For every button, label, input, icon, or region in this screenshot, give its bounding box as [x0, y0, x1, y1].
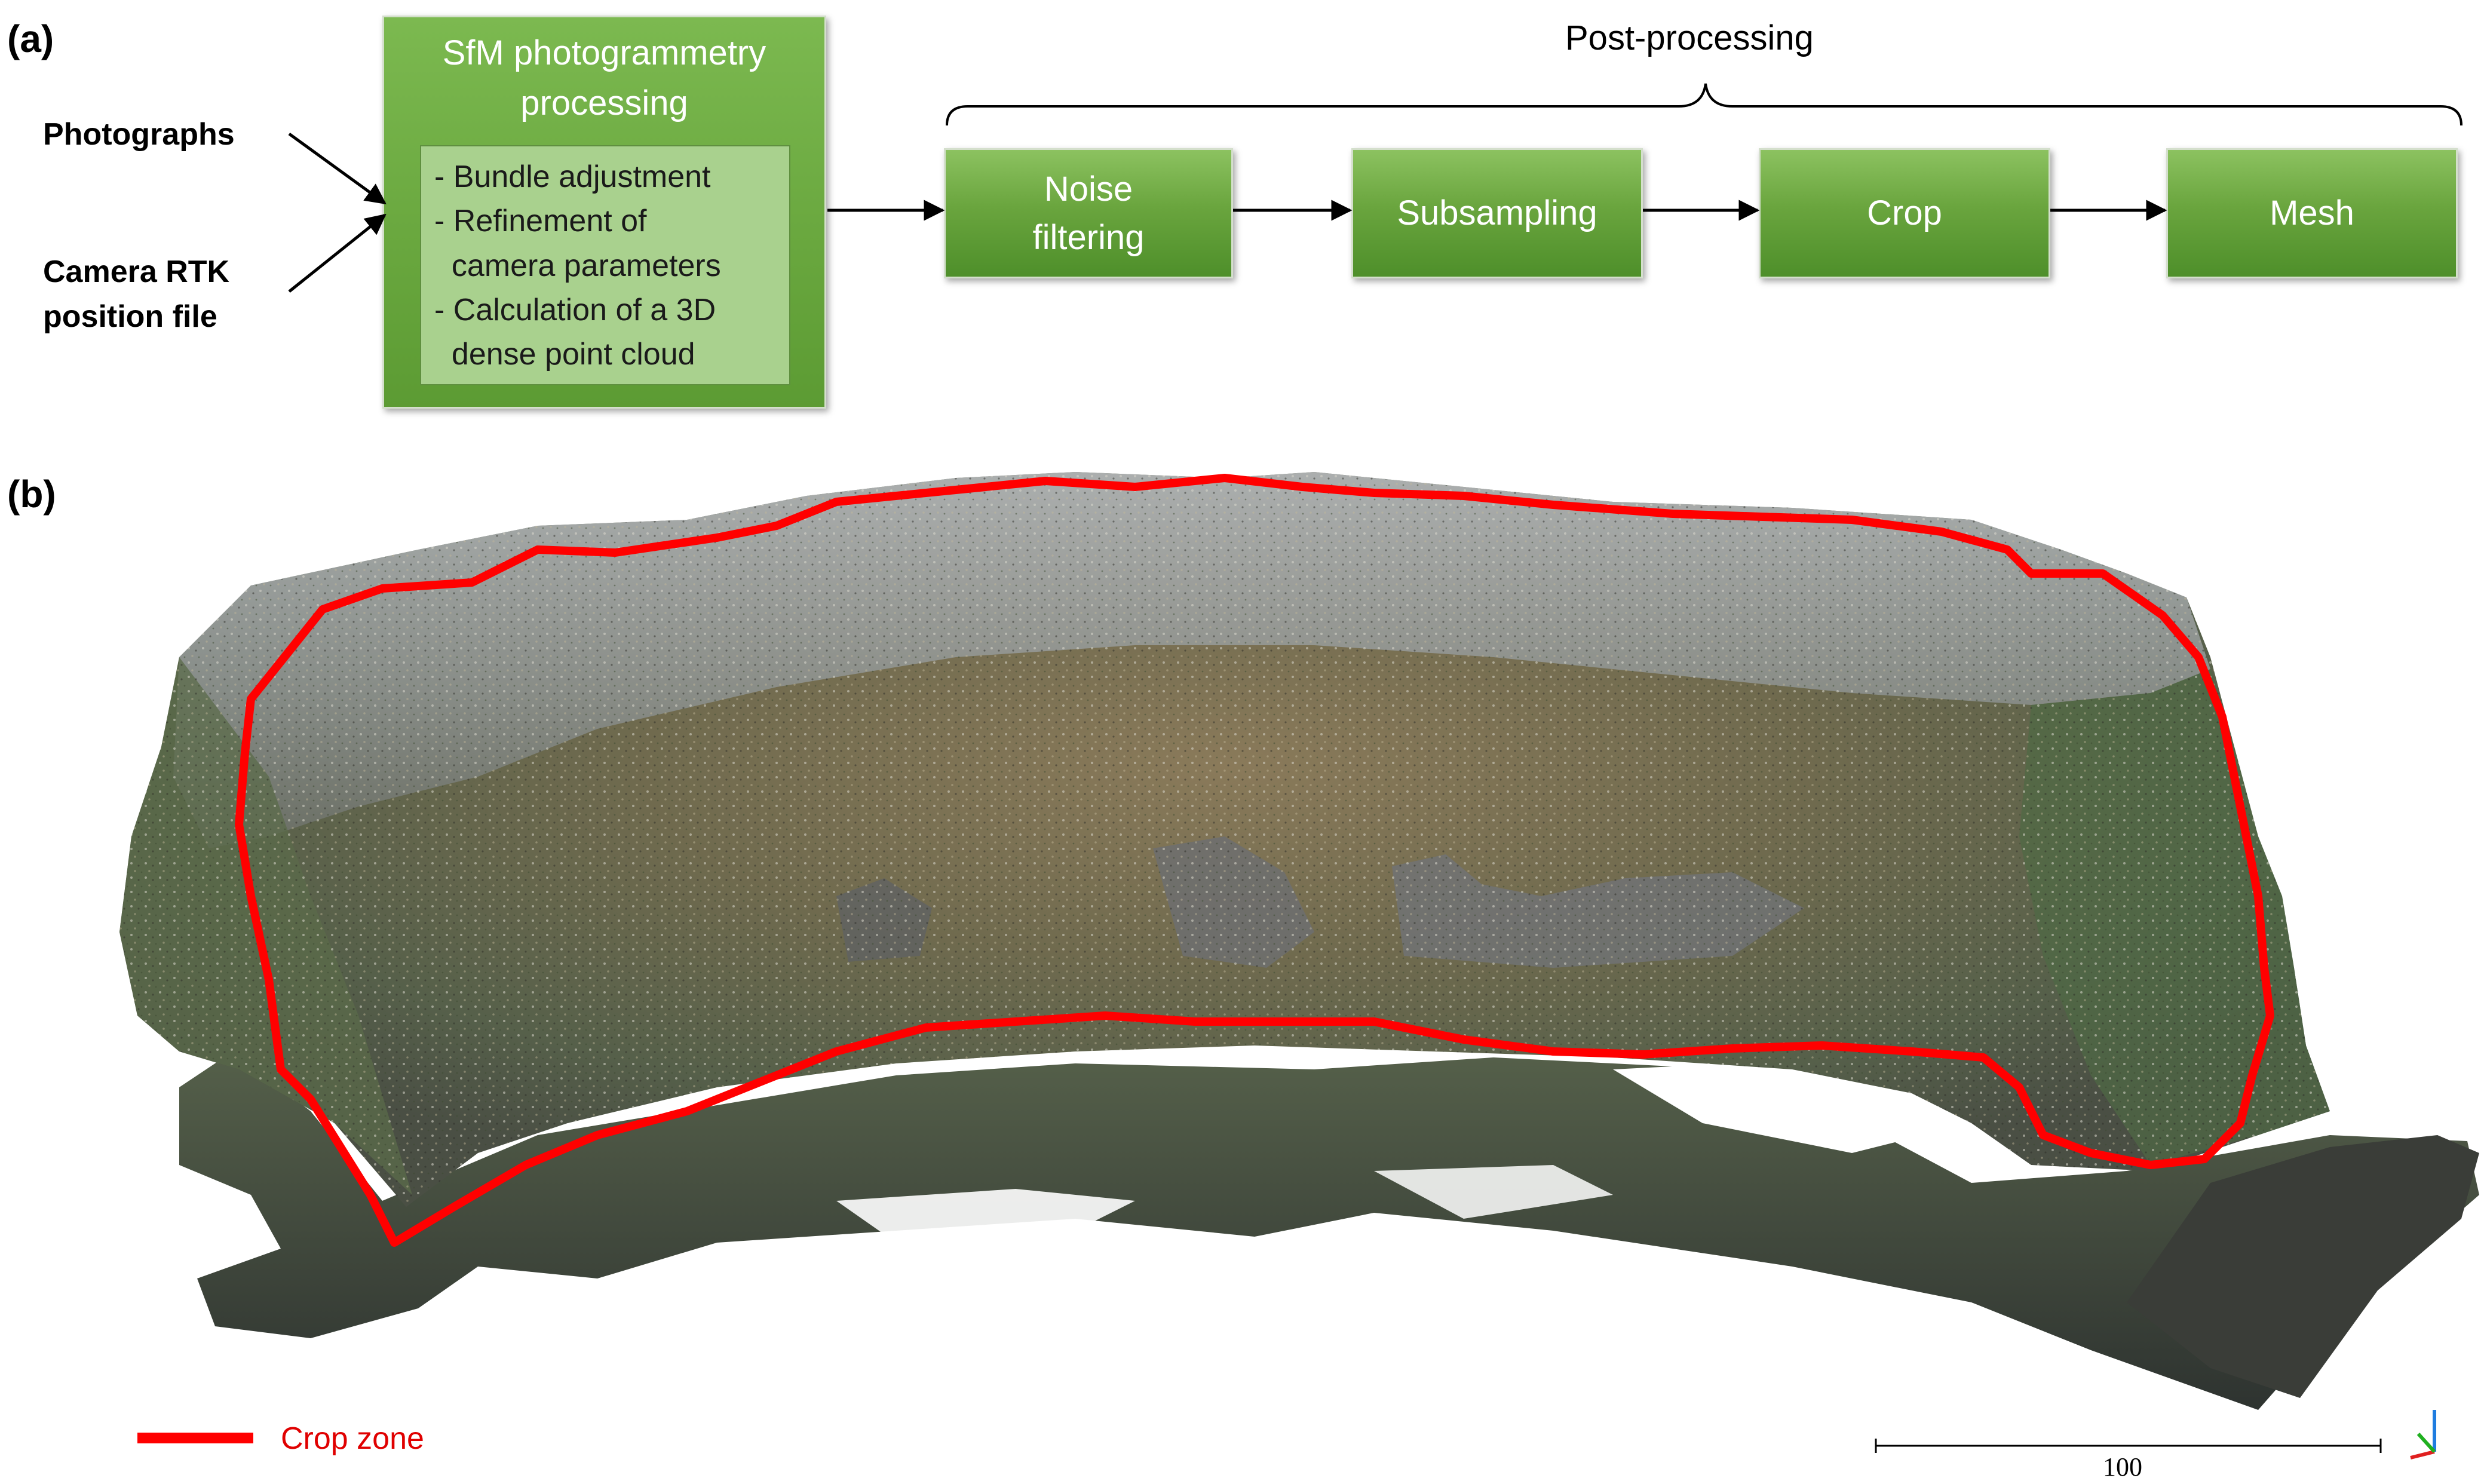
point-cloud [119, 472, 2479, 1410]
post-processing-brace [946, 83, 2463, 126]
legend-label: Crop zone [281, 1421, 424, 1456]
panel-b-label: (b) [7, 473, 56, 516]
input-camera-rtk: Camera RTK position file [43, 255, 230, 335]
scale-bar [1875, 1439, 2382, 1453]
axis-triad-icon [2410, 1410, 2436, 1460]
crop-zone-outline [235, 474, 2274, 1247]
post-processing-label: Post-processing [1565, 19, 1814, 57]
step-noise-filtering: Noise filtering [944, 148, 1233, 278]
step-subsampling: Subsampling [1351, 148, 1643, 278]
sfm-step-bundle-adjustment: - Bundle adjustment [434, 160, 711, 194]
sfm-step-dense-cloud: - Calculation of a 3D dense point cloud [434, 293, 716, 372]
panel-a-label: (a) [7, 17, 54, 60]
sfm-step-camera-refinement: - Refinement of camera parameters [434, 204, 721, 283]
arrow-rtk-to-sfm [288, 213, 387, 293]
sfm-steps-box: - Bundle adjustment - Refinement of came… [420, 145, 790, 385]
scale-bar-label: 100 [2103, 1452, 2142, 1482]
step-mesh: Mesh [2166, 148, 2458, 278]
arrow-photographs-to-sfm [288, 132, 387, 205]
sfm-processing-box: SfM photogrammetry processing - Bundle a… [382, 16, 826, 409]
step-crop: Crop [1759, 148, 2050, 278]
input-photographs: Photographs [43, 117, 235, 152]
sfm-title: SfM photogrammetry processing [442, 33, 766, 123]
